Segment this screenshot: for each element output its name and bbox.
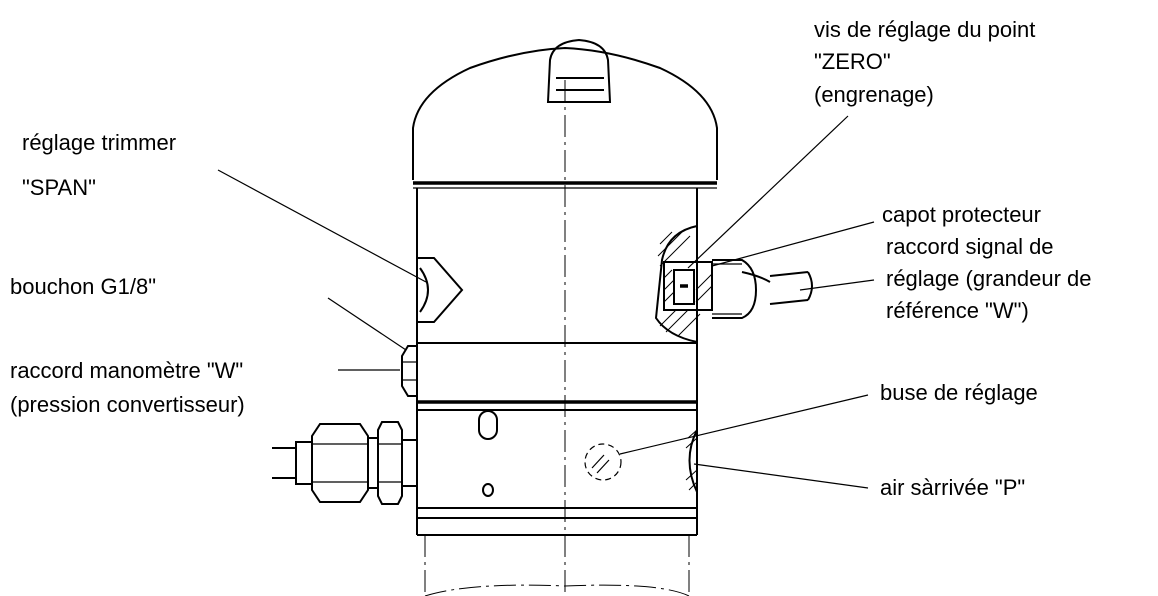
leader-zero-screw: [687, 115, 849, 269]
label-zero-screw: vis de réglage du point "ZERO" (engrenag…: [814, 17, 1035, 107]
label-signal-connection: raccord signal de réglage (grandeur de r…: [886, 234, 1091, 323]
leader-span-trimmer: [217, 169, 427, 283]
cap-handle: [546, 38, 612, 103]
leader-air-supply: [693, 463, 869, 489]
label-span-trimmer-line1: réglage trimmer: [22, 130, 176, 155]
housing-body: [416, 188, 698, 596]
label-gauge-line1: raccord manomètre "W": [10, 358, 243, 383]
plug-g18: [401, 345, 417, 397]
top-cap: [412, 38, 718, 189]
leader-nozzle: [619, 394, 869, 455]
label-span-trimmer: réglage trimmer "SPAN": [22, 130, 176, 200]
label-zero-screw-line3: (engrenage): [814, 82, 934, 107]
label-signal-line2: réglage (grandeur de: [886, 266, 1091, 291]
span-trimmer: [418, 257, 464, 323]
leader-cover: [711, 221, 875, 267]
leader-lines: [217, 115, 875, 489]
slot-hole: [478, 410, 498, 440]
label-span-trimmer-line2: "SPAN": [22, 175, 96, 200]
nozzle-hidden: [584, 443, 622, 481]
label-signal-line1: raccord signal de: [886, 234, 1054, 259]
small-hole: [482, 483, 494, 497]
label-gauge-line2: (pression convertisseur): [10, 392, 245, 417]
zero-adjust-assembly: [654, 225, 813, 343]
label-protective-cover: capot protecteur: [882, 202, 1041, 227]
label-signal-line3: référence "W"): [886, 298, 1029, 323]
label-zero-screw-line2: "ZERO": [814, 49, 891, 74]
label-air-supply: air sàrrivée "P": [880, 475, 1025, 500]
label-gauge-connection: raccord manomètre "W" (pression converti…: [10, 358, 245, 417]
label-zero-screw-line1: vis de réglage du point: [814, 17, 1035, 42]
air-supply-port: [685, 429, 698, 493]
leader-plug: [327, 297, 407, 351]
gauge-fitting: [272, 421, 418, 505]
label-plug: bouchon G1/8": [10, 274, 156, 299]
label-nozzle: buse de réglage: [880, 380, 1038, 405]
